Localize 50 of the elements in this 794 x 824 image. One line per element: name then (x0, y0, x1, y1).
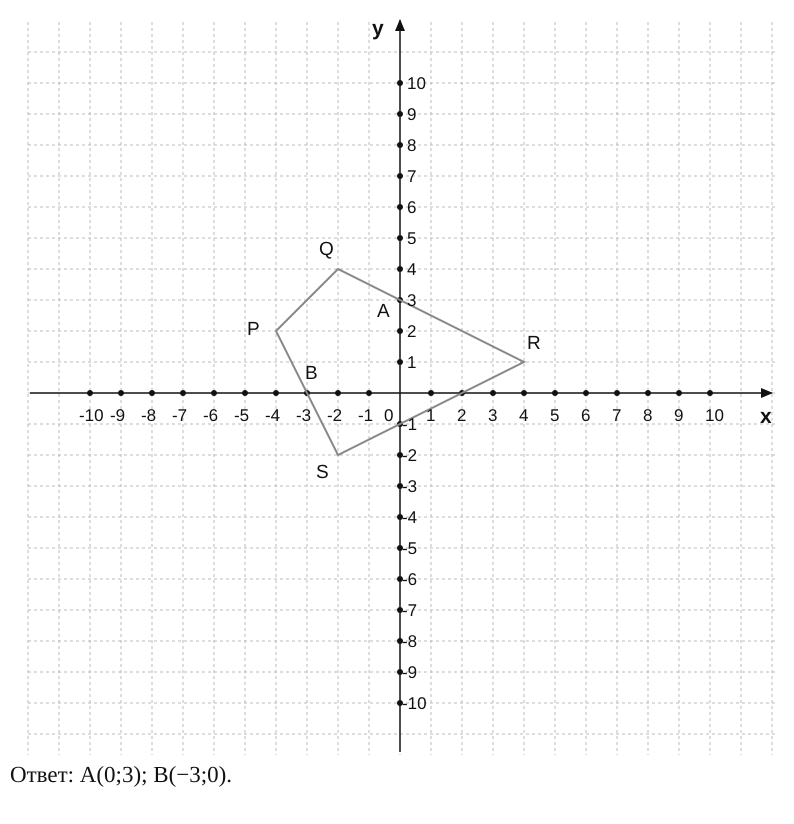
tick-label: -9 (110, 407, 126, 424)
tick-label: -1 (358, 407, 374, 424)
tick-label: -8 (141, 407, 156, 424)
tick-label: 2 (407, 323, 416, 340)
point-label: B (305, 364, 318, 383)
axis-label: x (760, 406, 772, 427)
point-label: P (247, 320, 260, 339)
tick-label: -2 (327, 407, 342, 424)
tick-label: -6 (203, 407, 218, 424)
point-label: A (377, 302, 390, 321)
tick-label: -3 (402, 478, 418, 495)
tick-label: 6 (581, 407, 590, 424)
tick-label: 7 (612, 407, 622, 424)
tick-label: -1 (402, 416, 418, 433)
tick-label: 3 (488, 407, 498, 424)
tick-label: 2 (457, 407, 466, 424)
tick-label: 7 (407, 168, 416, 185)
tick-label: -6 (402, 571, 418, 588)
tick-label: 4 (407, 261, 416, 278)
point-label: R (527, 334, 541, 353)
tick-label: 10 (705, 407, 724, 424)
tick-label: -8 (402, 633, 418, 650)
tick-label: -3 (296, 407, 312, 424)
tick-label: 9 (674, 407, 684, 424)
answer-text: Ответ: A(0;3); B(−3;0). (10, 763, 232, 786)
origin-label: 0 (384, 407, 394, 424)
tick-label: 10 (407, 75, 426, 92)
tick-label: 4 (519, 407, 528, 424)
axis-label: y (372, 18, 384, 39)
tick-label: 8 (407, 137, 416, 154)
tick-label: -4 (265, 407, 280, 424)
tick-label: 1 (407, 354, 416, 371)
tick-label: -7 (172, 407, 188, 424)
tick-label: -7 (402, 602, 418, 619)
tick-label: -5 (234, 407, 250, 424)
tick-label: 8 (643, 407, 652, 424)
tick-label: 1 (426, 407, 436, 424)
tick-label: -2 (402, 447, 418, 464)
tick-label: 6 (407, 199, 416, 216)
tick-label: 3 (407, 292, 416, 309)
tick-label: 5 (550, 407, 560, 424)
point-label: S (316, 463, 329, 482)
tick-label: 5 (407, 230, 416, 247)
point-label: Q (319, 240, 334, 259)
tick-label: -10 (79, 407, 104, 424)
tick-label: -10 (402, 695, 427, 712)
tick-label: -5 (402, 540, 418, 557)
tick-label: 9 (407, 106, 416, 123)
tick-label: -9 (402, 664, 418, 681)
tick-label: -4 (402, 509, 418, 526)
